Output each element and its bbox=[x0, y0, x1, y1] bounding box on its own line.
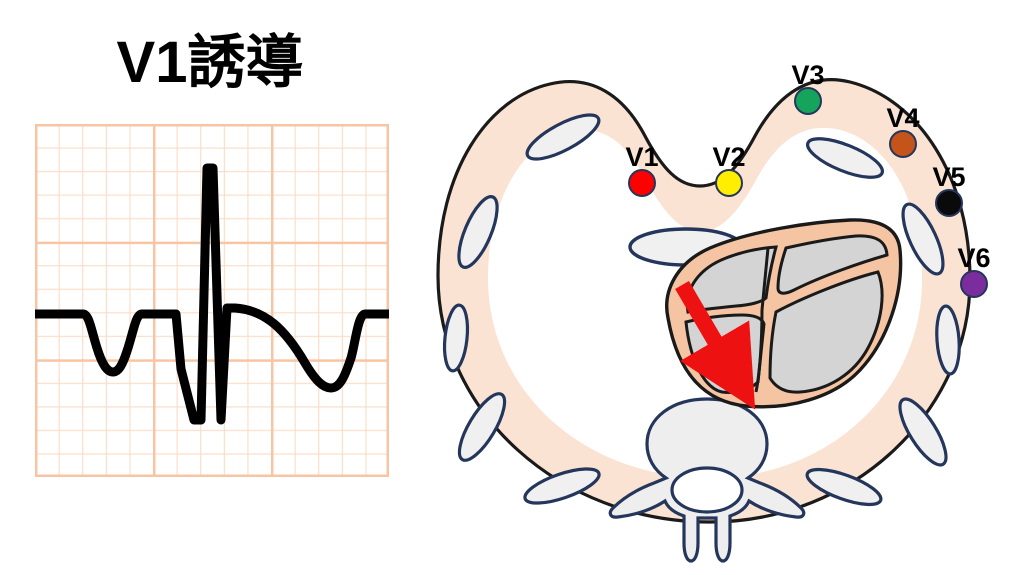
ecg-waveform bbox=[35, 163, 389, 425]
electrode-label-v1: V1 bbox=[625, 142, 659, 172]
thorax-diagram bbox=[436, 78, 972, 563]
electrode-label-v2: V2 bbox=[712, 142, 746, 172]
rib bbox=[935, 304, 961, 376]
electrode-dot-v1[interactable] bbox=[628, 169, 656, 197]
electrode-dot-v3[interactable] bbox=[794, 87, 822, 115]
electrode-label-v3: V3 bbox=[791, 60, 825, 90]
rib-group-right bbox=[805, 137, 961, 507]
left-atrium-cavity bbox=[776, 234, 889, 295]
thorax-cross-section-panel bbox=[410, 0, 1024, 575]
rib bbox=[525, 113, 601, 161]
rib bbox=[805, 137, 885, 179]
vertebra bbox=[608, 397, 806, 563]
rib bbox=[457, 392, 507, 462]
electrode-dot-v2[interactable] bbox=[715, 169, 743, 197]
right-ventricle-cavity bbox=[685, 245, 778, 314]
rib bbox=[523, 467, 601, 505]
rib-group-left bbox=[442, 113, 601, 505]
spinal-canal bbox=[670, 466, 744, 514]
ecg-panel-title: V1誘導 bbox=[116, 30, 304, 95]
left-ventricle-cavity bbox=[768, 270, 884, 394]
electrode-label-v6: V6 bbox=[957, 243, 991, 273]
rib bbox=[898, 397, 948, 467]
electrode-label-v5: V5 bbox=[932, 162, 966, 192]
rib bbox=[901, 202, 945, 276]
ecg-panel: V1誘導 bbox=[0, 0, 420, 575]
electrode-dot-v4[interactable] bbox=[889, 130, 917, 158]
rib bbox=[457, 195, 499, 269]
electrode-label-v4: V4 bbox=[886, 103, 920, 133]
electrode-dot-v6[interactable] bbox=[960, 270, 988, 298]
depolarization-vector-arrow bbox=[675, 280, 756, 410]
electrode-dot-v5[interactable] bbox=[935, 189, 963, 217]
rib bbox=[442, 303, 470, 373]
rib bbox=[805, 467, 883, 507]
